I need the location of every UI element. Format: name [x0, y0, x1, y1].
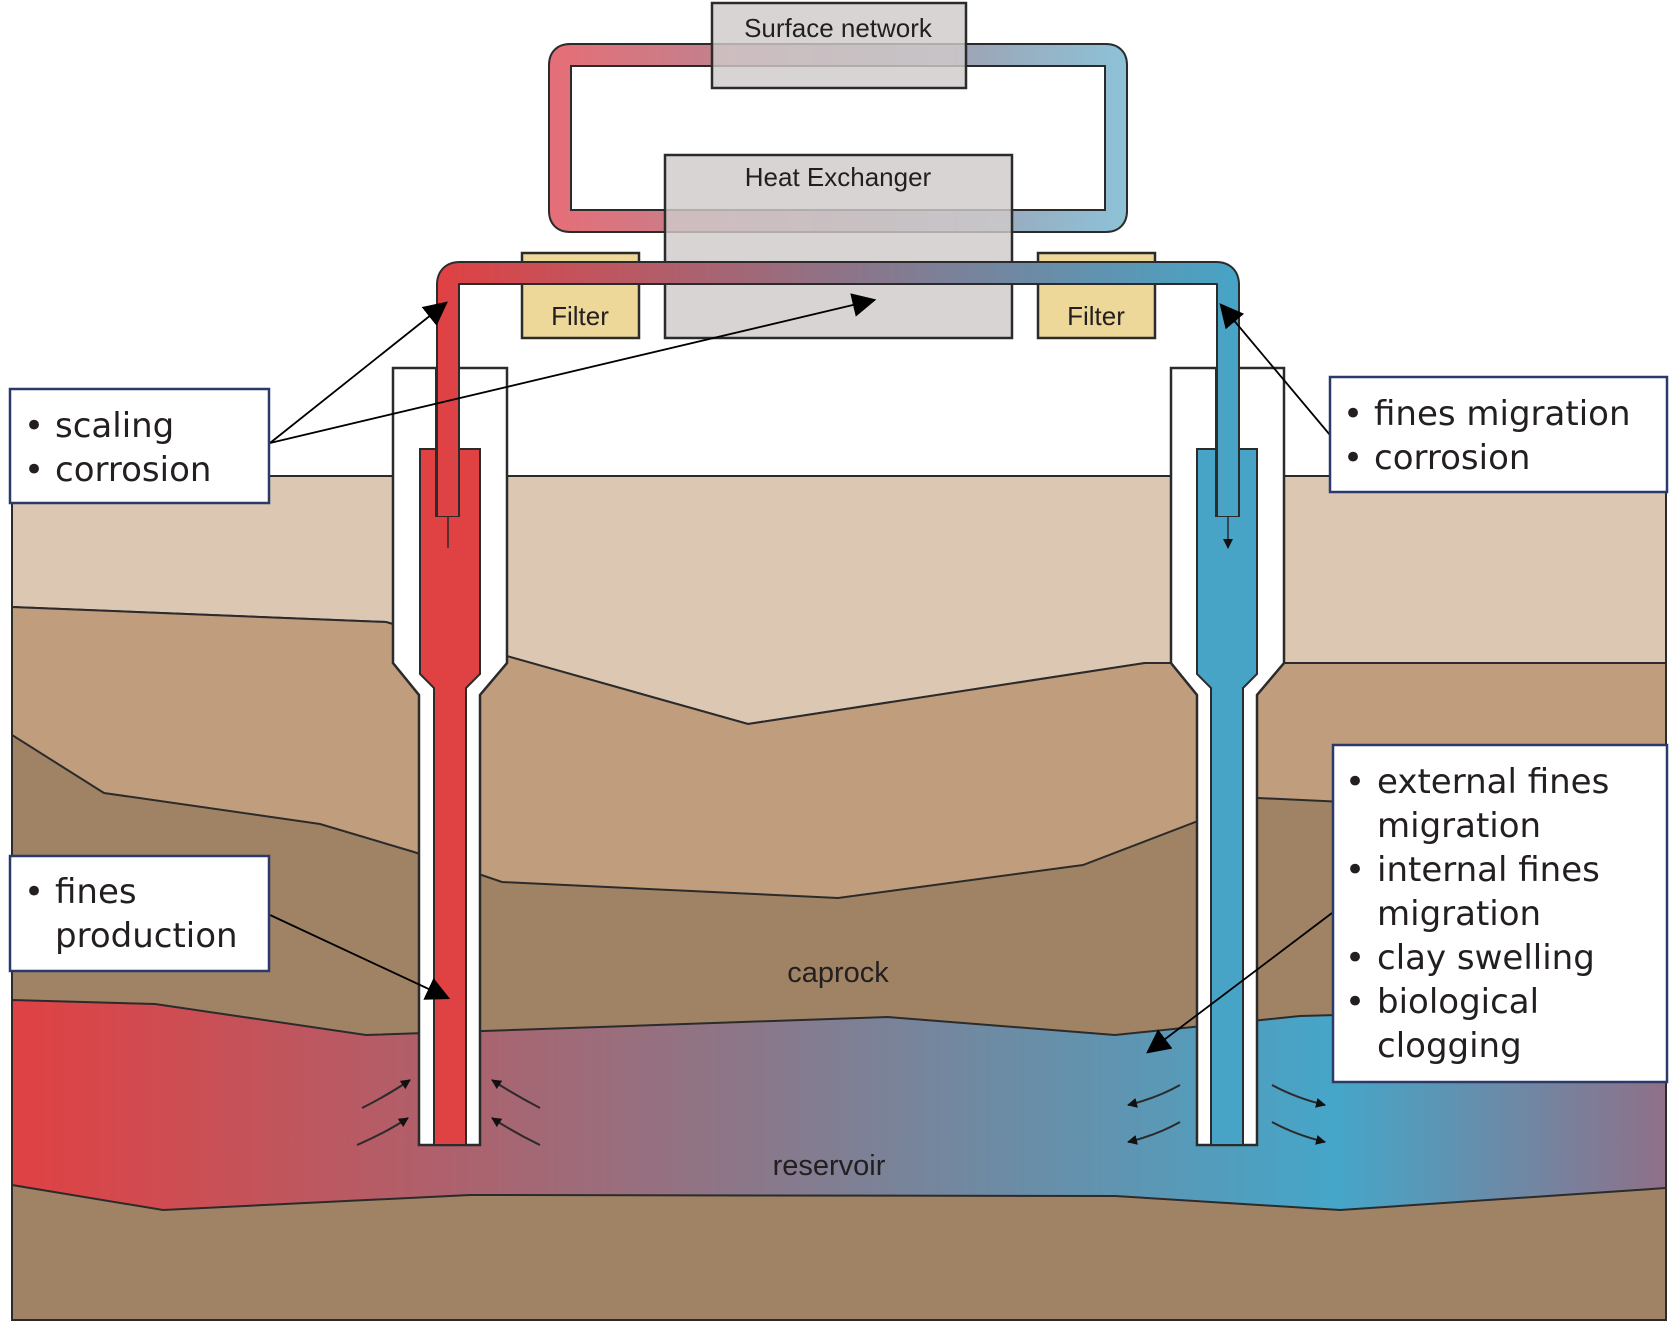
svg-text:•: • [24, 872, 44, 912]
injection-well [1169, 366, 1286, 1147]
callout-item: scaling [55, 406, 174, 446]
inflow-arrow [491, 1079, 541, 1109]
surface-equipment: Surface network Heat Exchanger Filter Fi… [520, 1, 1157, 340]
leader-reservoir-damage [1146, 912, 1333, 1054]
callout-item: fines [55, 872, 137, 912]
callout-box [8, 854, 271, 973]
callout-item: corrosion [55, 450, 211, 490]
callout-box [1328, 375, 1669, 494]
leader-fines-production [269, 914, 451, 1000]
outflow-arrow [1127, 1084, 1181, 1108]
callout-production-top: • scaling • corrosion [8, 387, 271, 505]
svg-text:•: • [1343, 394, 1363, 434]
injection-well-fluid [1196, 448, 1258, 1146]
filter-left-label: Filter [551, 301, 609, 331]
callout-box [1331, 743, 1669, 1084]
outflow-arrow [1127, 1121, 1181, 1145]
inflow-arrow [356, 1117, 409, 1146]
svg-text:•: • [1345, 762, 1365, 802]
heat-exchanger-label: Heat Exchanger [745, 162, 932, 192]
surface-network-box [710, 1, 968, 90]
filter-right-label: Filter [1067, 301, 1125, 331]
callout-production-bottom: • fines production [8, 854, 271, 973]
leader-fines-migration [1219, 303, 1331, 436]
svg-text:•: • [24, 406, 44, 446]
callout-item: production [55, 916, 238, 956]
inflow-arrow [491, 1117, 541, 1146]
leader-scaling-pipe [269, 301, 448, 444]
svg-text:•: • [1343, 438, 1363, 478]
main-pipe [436, 261, 1240, 516]
callout-item: migration [1377, 894, 1541, 934]
callout-item: biological [1377, 982, 1539, 1022]
svg-text:•: • [1345, 850, 1365, 890]
outflow-arrow [1271, 1121, 1326, 1145]
callout-box [8, 387, 271, 505]
surface-loop-fill [550, 45, 1126, 231]
surface-network-label: Surface network [744, 13, 933, 43]
callout-item: corrosion [1374, 438, 1530, 478]
leader-scaling-exchanger [269, 293, 877, 444]
production-well [391, 366, 509, 1147]
production-well-fluid [419, 448, 481, 1146]
main-pipe-fill [438, 263, 1238, 516]
caprock-label: caprock [787, 957, 889, 989]
leader-lines [269, 293, 1333, 1054]
callout-injection-bottom: • external fines migration • internal fi… [1331, 743, 1669, 1084]
svg-text:•: • [1345, 982, 1365, 1022]
reservoir-label: reservoir [773, 1150, 886, 1182]
svg-text:•: • [24, 450, 44, 490]
callout-injection-top: • fines migration • corrosion [1328, 375, 1669, 494]
svg-text:•: • [1345, 938, 1365, 978]
outflow-arrow [1271, 1084, 1326, 1108]
reservoir-flow-arrows [356, 1079, 1326, 1146]
callout-item: external fines [1377, 762, 1609, 802]
callout-item: fines migration [1374, 394, 1631, 434]
callout-item: clay swelling [1377, 938, 1595, 978]
callout-item: clogging [1377, 1026, 1522, 1066]
callout-item: migration [1377, 806, 1541, 846]
callout-item: internal fines [1377, 850, 1600, 890]
inflow-arrow [361, 1079, 411, 1109]
